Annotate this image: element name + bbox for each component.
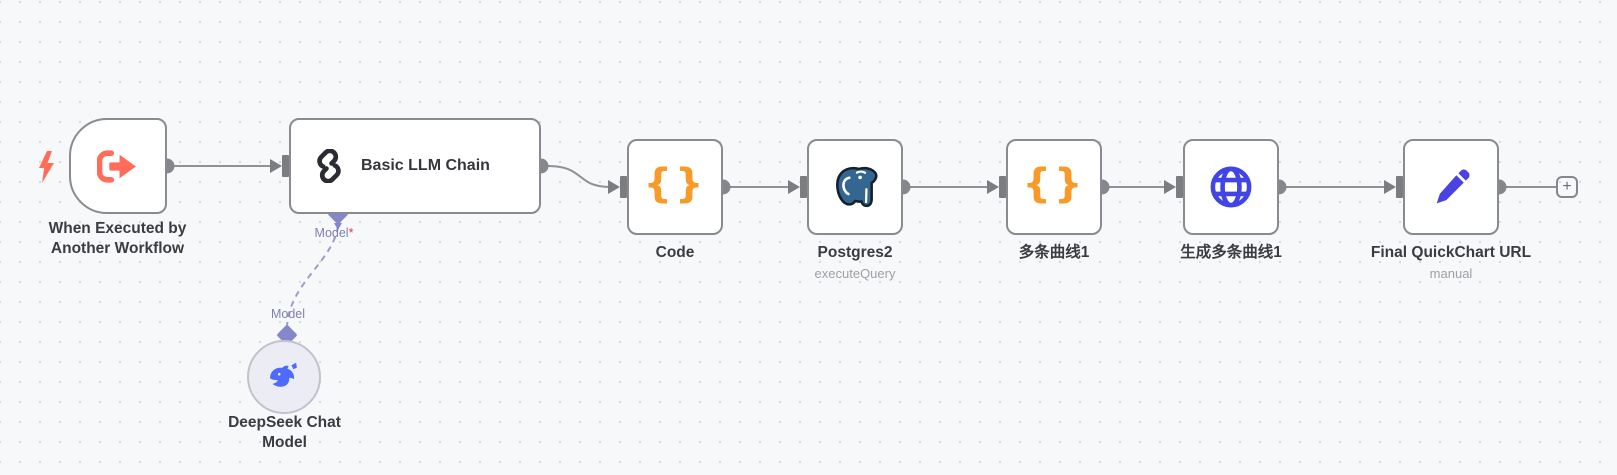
deepseek-whale-icon [270, 362, 297, 387]
http-globe-icon [1210, 166, 1252, 208]
node-subtitle-final: manual [1429, 265, 1473, 281]
input-port-postgres[interactable] [788, 176, 807, 198]
node-code[interactable]: {} [627, 139, 723, 235]
add-node-button[interactable]: + [1556, 176, 1578, 198]
plus-icon: + [1562, 178, 1572, 195]
model-port-label-llm: Model* [314, 226, 354, 240]
node-postgres2[interactable] [807, 139, 903, 235]
input-port-code[interactable] [608, 176, 627, 198]
node-when-executed-by-another-workflow[interactable] [69, 118, 167, 214]
required-marker: * [348, 226, 354, 240]
execute-workflow-icon [97, 149, 136, 183]
node-label-code: Code [655, 244, 695, 261]
lightning-bolt-icon [39, 151, 54, 183]
connection-llm-to-code[interactable] [547, 165, 611, 188]
node-label-deepseek: DeepSeek Chat Model [228, 414, 341, 451]
node-label-final: Final QuickChart URL manual [1328, 243, 1574, 282]
node-basic-llm-chain[interactable]: Basic LLM Chain [289, 118, 541, 214]
code-braces-icon: {} [1022, 161, 1086, 207]
node-gen-curves[interactable] [1183, 139, 1279, 235]
node-final-quickchart-url[interactable] [1403, 139, 1499, 235]
chain-link-icon [317, 149, 341, 183]
code-braces-icon: {} [643, 161, 707, 207]
node-label-trigger: When Executed by Another Workflow [48, 220, 187, 257]
trigger-pin [37, 150, 55, 189]
node-deepseek-chat-model[interactable] [247, 340, 321, 414]
node-label-gen-curves: 生成多条曲线1 [1180, 244, 1282, 261]
input-port-gencurves[interactable] [1164, 176, 1183, 198]
postgres-elephant-icon [836, 166, 878, 208]
node-label-postgres: Postgres2 executeQuery [787, 243, 923, 282]
node-subtitle-postgres: executeQuery [814, 265, 896, 281]
edit-pencil-icon [1436, 169, 1470, 204]
input-port-curves[interactable] [987, 176, 1006, 198]
input-port-final[interactable] [1384, 176, 1403, 198]
model-port-label-deepseek: Model [270, 307, 306, 321]
node-curves[interactable]: {} [1006, 139, 1102, 235]
node-title-basic-llm-chain: Basic LLM Chain [361, 157, 490, 174]
node-label-curves: 多条曲线1 [1018, 244, 1090, 261]
input-port-llm[interactable] [270, 155, 289, 177]
